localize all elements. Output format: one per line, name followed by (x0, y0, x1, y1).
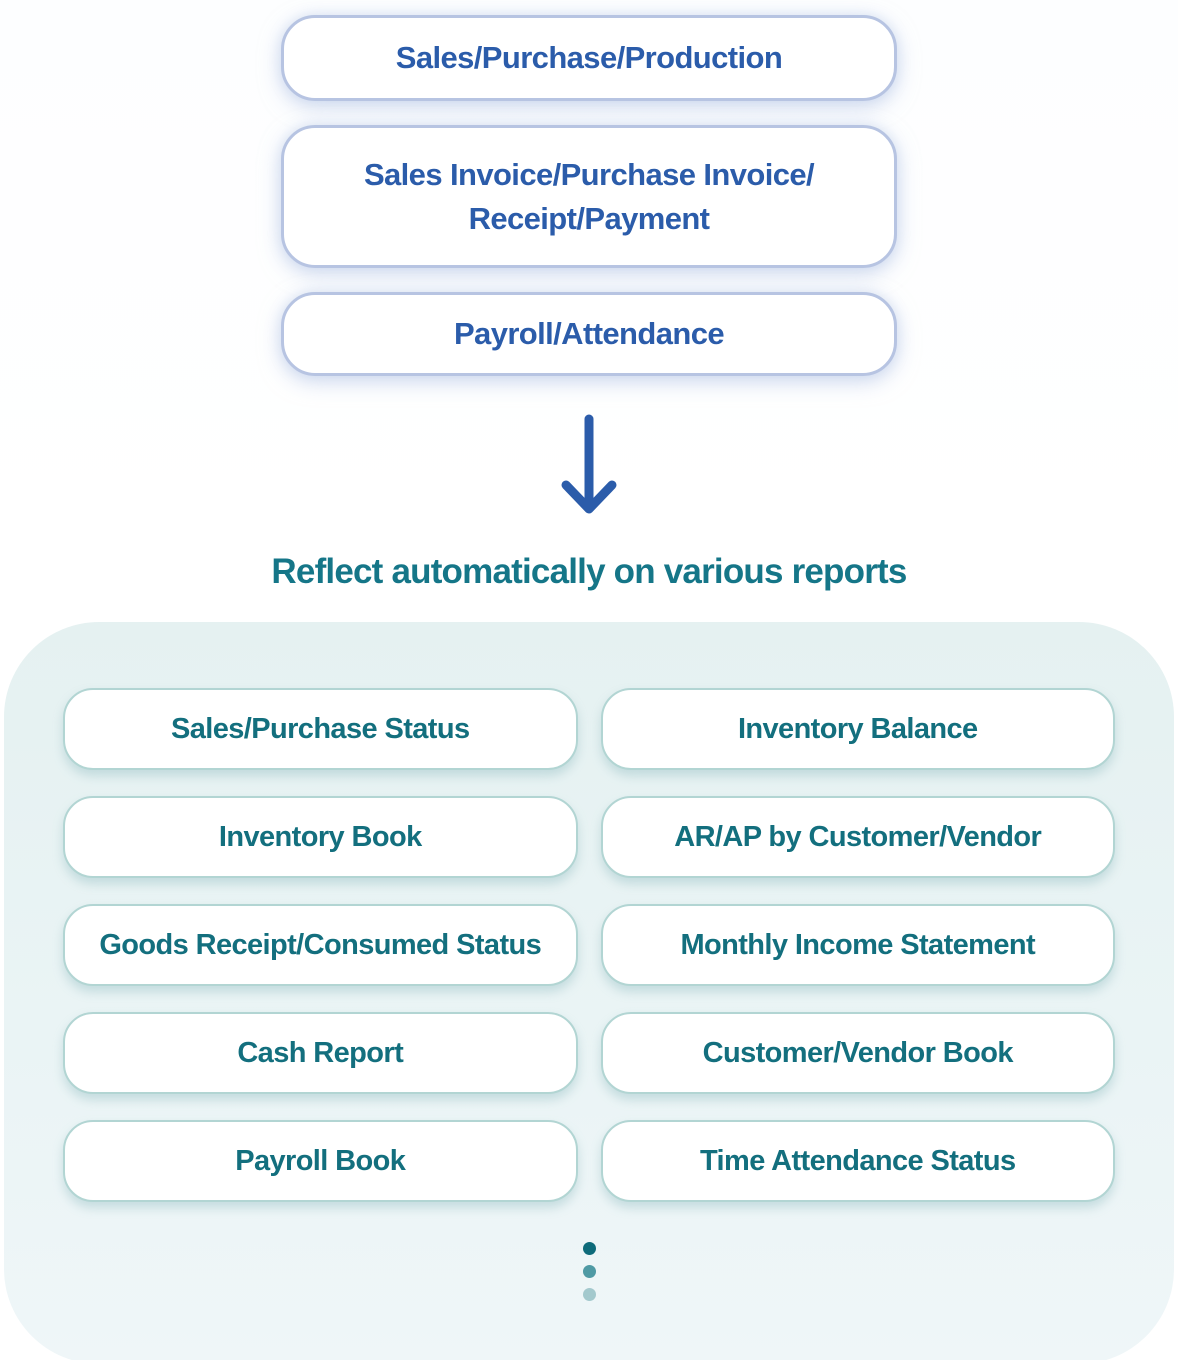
source-box-payroll-attendance: Payroll/Attendance (281, 292, 897, 376)
ellipsis-dot (582, 1242, 596, 1255)
source-box-label: Payroll/Attendance (453, 316, 725, 351)
report-pill-label: AR/AP by Customer/Vendor (674, 820, 1042, 853)
report-pill-label: Monthly Income Statement (680, 928, 1036, 961)
report-pill-label: Inventory Balance (737, 712, 978, 745)
report-pill-label: Customer/Vendor Book (702, 1036, 1014, 1069)
report-pill-inventory-balance: Inventory Balance (600, 688, 1115, 770)
report-pill-sales-purchase-status: Sales/Purchase Status (63, 688, 578, 770)
report-pill-label: Time Attendance Status (699, 1144, 1016, 1177)
report-pill-payroll-book: Payroll Book (63, 1120, 578, 1202)
report-pill-cash-report: Cash Report (63, 1012, 578, 1094)
ellipsis-dot (582, 1288, 596, 1301)
report-panel: Sales/Purchase Status Inventory Balance … (4, 622, 1174, 1360)
report-pill-inventory-book: Inventory Book (63, 796, 578, 878)
source-box-label: Sales Invoice/Purchase Invoice/ Receipt/… (363, 156, 815, 236)
report-pill-label: Goods Receipt/Consumed Status (99, 928, 542, 961)
report-pill-customer-vendor-book: Customer/Vendor Book (600, 1012, 1115, 1094)
source-box-label: Sales/Purchase/Production (395, 40, 783, 75)
source-box-sales-purchase-production: Sales/Purchase/Production (281, 15, 897, 101)
vertical-ellipsis-dots-icon (4, 1242, 1174, 1301)
report-pill-ar-ap-by-customer-vendor: AR/AP by Customer/Vendor (600, 796, 1115, 878)
report-pill-label: Payroll Book (235, 1144, 406, 1177)
report-grid: Sales/Purchase Status Inventory Balance … (63, 688, 1115, 1202)
ellipsis-dot (582, 1265, 596, 1278)
report-pill-label: Inventory Book (218, 820, 422, 853)
reflect-heading: Reflect automatically on various reports (271, 552, 907, 591)
source-box-invoices-receipt-payment: Sales Invoice/Purchase Invoice/ Receipt/… (281, 125, 897, 268)
report-pill-label: Sales/Purchase Status (171, 712, 470, 745)
report-pill-time-attendance-status: Time Attendance Status (600, 1120, 1115, 1202)
report-pill-label: Cash Report (237, 1036, 404, 1069)
report-pill-goods-receipt-consumed-status: Goods Receipt/Consumed Status (63, 904, 578, 986)
report-pill-monthly-income-statement: Monthly Income Statement (600, 904, 1115, 986)
arrow-down-icon (549, 414, 629, 518)
